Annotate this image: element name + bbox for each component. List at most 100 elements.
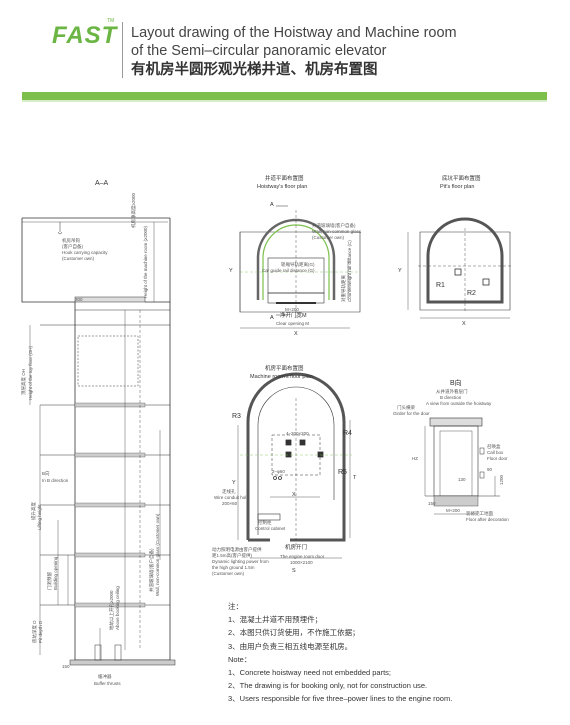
header-accent-shadow xyxy=(22,100,547,102)
floor-decoration-cn: 装修完工地面 xyxy=(466,511,493,516)
machine-r5-label: R5 xyxy=(338,469,347,476)
b-view-title-en2: A view from outside the hoistway xyxy=(426,401,492,406)
notes-block: 注： 1、混凝土井道不用预埋件； 2、本图只供订货使用，不作施工依据； 3、由用… xyxy=(228,600,452,706)
cw-rail-en: Counterweight rail distance (C) xyxy=(347,240,352,302)
buffer-cn: 缓冲器 xyxy=(98,674,112,679)
machine-door-cn: 机房开门 xyxy=(285,545,308,551)
dim-top-300: 300 xyxy=(75,297,83,302)
hoistway-plan-drawing xyxy=(239,205,361,329)
power-customer: (Customer own) xyxy=(212,571,245,576)
b-view-dim-90: 90 xyxy=(487,467,493,472)
b-view-dim-130: 130 xyxy=(458,477,466,482)
title-en-line2: of the Semi–circular panoramic elevator xyxy=(131,43,387,59)
b-view-drawing xyxy=(424,417,500,515)
b-view-title-en: B direction xyxy=(440,395,462,400)
notes-en-2: 2、The drawing is for booking only, not f… xyxy=(228,681,428,691)
pit-plan-title-en: Pit's floor plan xyxy=(440,184,475,190)
hoistway-marker-a-bottom: A xyxy=(270,315,274,321)
machine-dim-phi: 2–φ60 xyxy=(272,469,285,474)
section-aa-title: A–A xyxy=(95,180,109,187)
girder-cn: 门头横梁 xyxy=(397,405,415,410)
hoistway-marker-a-top: A xyxy=(270,202,274,208)
pit-depth-en: Pit depth D xyxy=(38,620,43,643)
machine-r4-label: R4 xyxy=(343,430,352,437)
machine-axis-y: Y xyxy=(232,480,236,486)
b-view-sub-cn: 从井道外看层门 xyxy=(436,389,468,394)
machine-dim-4200: 4–200×200 xyxy=(286,431,309,436)
wall-glass-en: Wall, non-common glass (Customer own) xyxy=(155,513,160,596)
brand-logo: FAST xyxy=(52,22,118,49)
b-direction-en: In B direction xyxy=(42,478,69,483)
machine-r3-label: R3 xyxy=(232,413,241,420)
hook-label-cn: 机房吊钩 xyxy=(62,238,80,243)
b-view-title-cn: B向 xyxy=(450,380,462,387)
pit-r1-label: R1 xyxy=(436,282,445,289)
girder-en: Girder for the door xyxy=(393,411,430,416)
pit-axis-x: X xyxy=(462,321,466,327)
top-floor-height-cn: 顶层高度 OH xyxy=(21,369,26,395)
machine-room-height-en: Height of the machine room (≥2000) xyxy=(143,225,148,298)
hoistway-plan-title-cn: 井道平面布置图 xyxy=(265,176,304,182)
b-view-hz: HZ xyxy=(412,456,418,461)
title-cn: 有机房半圆形观光梯井道、机房布置图 xyxy=(131,62,378,78)
b-view-dim-1200: 1200 xyxy=(499,474,504,485)
notes-cn-head: 注： xyxy=(228,602,243,611)
machine-door-size: 1000×2100 xyxy=(290,560,313,565)
notes-cn-1: 1、混凝土井道不用预埋件； xyxy=(228,615,323,625)
power-cn: 动力照明电源由客户提供 xyxy=(212,547,262,552)
notes-cn-2: 2、本图只供订货使用，不作施工依据； xyxy=(228,628,360,638)
hoistway-plan-title-en: Hoistway's floor plan xyxy=(257,184,308,190)
machine-room-height-cn: 机房净高度≥2000 xyxy=(131,193,136,228)
machine-axis-s: S xyxy=(292,568,296,574)
pit-r2-label: R2 xyxy=(467,290,476,297)
hook-label-cn2: (客户自备) xyxy=(62,244,83,249)
hoistway-axis-x: X xyxy=(294,331,298,337)
hoistway-axis-y: Y xyxy=(229,268,233,274)
notes-cn-3: 3、由用户负责三相五线电源至机房。 xyxy=(228,641,353,651)
notes-en-head: Note： xyxy=(228,654,252,664)
section-aa-drawing xyxy=(21,217,176,666)
guide-rail-cn: 轿厢导轨距离(G) xyxy=(281,262,315,267)
hoistway-dim-m200: M+200 xyxy=(285,307,299,312)
notes-en-3: 3、Users responsible for five three–power… xyxy=(228,694,453,704)
machine-axis-x: X xyxy=(292,492,296,498)
machine-axis-t: T xyxy=(353,475,357,481)
hook-customer-own: (Customer own) xyxy=(62,256,95,261)
machine-plan-title-en: Machine room's floor plan xyxy=(250,374,313,380)
building-opening-en: Building opening xyxy=(53,556,58,590)
door-opening-cn: 净开门宽M xyxy=(280,313,307,319)
hook-capacity-label: Hook carrying capacity xyxy=(62,250,108,255)
conduit-en: Wire conduit hole xyxy=(214,495,249,500)
control-cabinet-cn: 控制柜 xyxy=(258,520,272,525)
machine-plan-drawing xyxy=(237,372,352,559)
hoistway-glass-customer: (Customer own) xyxy=(312,235,345,240)
floor-door-label: Floor door xyxy=(487,456,508,461)
pit-axis-y: Y xyxy=(398,268,402,274)
power-en2: the high ground 1.5m xyxy=(212,565,255,570)
guide-rail-en: Car guide rail distance (G) xyxy=(262,268,315,273)
header-accent-bar xyxy=(22,92,547,100)
title-en-line1: Layout drawing of the Hoistway and Machi… xyxy=(131,25,457,41)
notes-en-1: 1、Concrete hoistway need not embedded pa… xyxy=(228,668,392,678)
header-divider xyxy=(122,22,123,78)
floor-decoration-en: Floor after decoration xyxy=(466,517,509,522)
hoistway-glass-cn: 井道玻璃墙(客户自备) xyxy=(312,223,356,228)
top-floor-height-en: Height of the top floor (OH) xyxy=(28,345,33,400)
pit-plan-title-cn: 底坑平面布置图 xyxy=(442,176,481,182)
door-opening-en: Clear opening M xyxy=(276,321,310,326)
conduit-cn: 走线孔 xyxy=(222,489,236,494)
buffer-en: Buffer thrusts xyxy=(94,681,121,686)
hoistway-glass-en: Wall, non-common glass xyxy=(312,229,362,234)
floor-above-en: Above booking ceiling xyxy=(115,586,120,630)
trademark-mark: TM xyxy=(107,18,115,24)
conduit-size: 200×60 xyxy=(222,501,238,506)
header: FAST TM Layout drawing of the Hoistway a… xyxy=(0,0,570,102)
lifting-height-en: Lifting height xyxy=(37,504,42,530)
b-view-dim-150: 150 xyxy=(428,501,436,506)
machine-plan-title-cn: 机房平面布置图 xyxy=(265,366,304,372)
control-cabinet-en: Control cabinet xyxy=(255,526,286,531)
power-en: Dynamic lighting power from xyxy=(212,559,269,564)
dim-150: 150 xyxy=(62,664,70,669)
pit-plan-drawing xyxy=(407,217,512,319)
